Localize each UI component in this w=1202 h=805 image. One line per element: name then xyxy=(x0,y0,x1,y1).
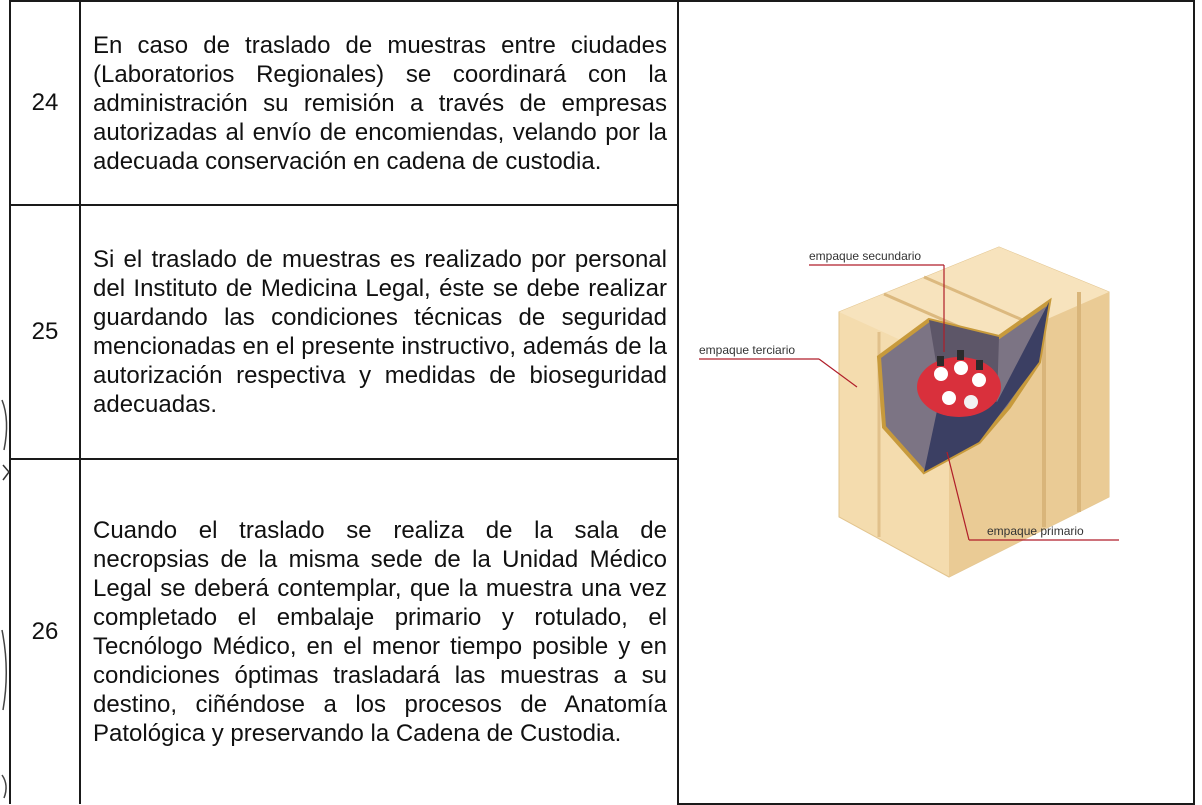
table-row: 25 Si el traslado de muestras es realiza… xyxy=(9,204,1194,460)
row-text-paragraph: Si el traslado de muestras es realizado … xyxy=(93,246,667,418)
label-secondary-text: empaque secundario xyxy=(809,249,921,263)
label-tertiary: empaque terciario xyxy=(699,343,858,388)
label-primary-text: empaque primario xyxy=(987,524,1084,538)
label-secondary: empaque secundario xyxy=(809,249,945,352)
row-number: 25 xyxy=(9,204,81,460)
label-primary: empaque primario xyxy=(946,451,1119,541)
procedure-table: 24 En caso de traslado de muestras entre… xyxy=(9,0,1195,805)
row-text: Si el traslado de muestras es realizado … xyxy=(79,204,679,460)
row-number: 24 xyxy=(9,0,81,206)
table-row: 26 Cuando el traslado se realiza de la s… xyxy=(9,458,1194,804)
row-text-paragraph: En caso de traslado de muestras entre ci… xyxy=(93,31,667,175)
row-number: 26 xyxy=(9,458,81,804)
primary-samples xyxy=(917,350,1001,417)
table-row: 24 En caso de traslado de muestras entre… xyxy=(9,0,1195,805)
packaging-illustration: empaque secundario empaque terciario emp… xyxy=(699,246,1119,578)
row-text-paragraph: Cuando el traslado se realiza de la sala… xyxy=(93,517,667,747)
illustration-cell: empaque secundario empaque terciario emp… xyxy=(677,0,1195,805)
stamp-fragment xyxy=(1,399,10,799)
row-text: En caso de traslado de muestras entre ci… xyxy=(79,0,679,206)
label-tertiary-text: empaque terciario xyxy=(699,343,795,357)
row-text: Cuando el traslado se realiza de la sala… xyxy=(79,458,679,804)
